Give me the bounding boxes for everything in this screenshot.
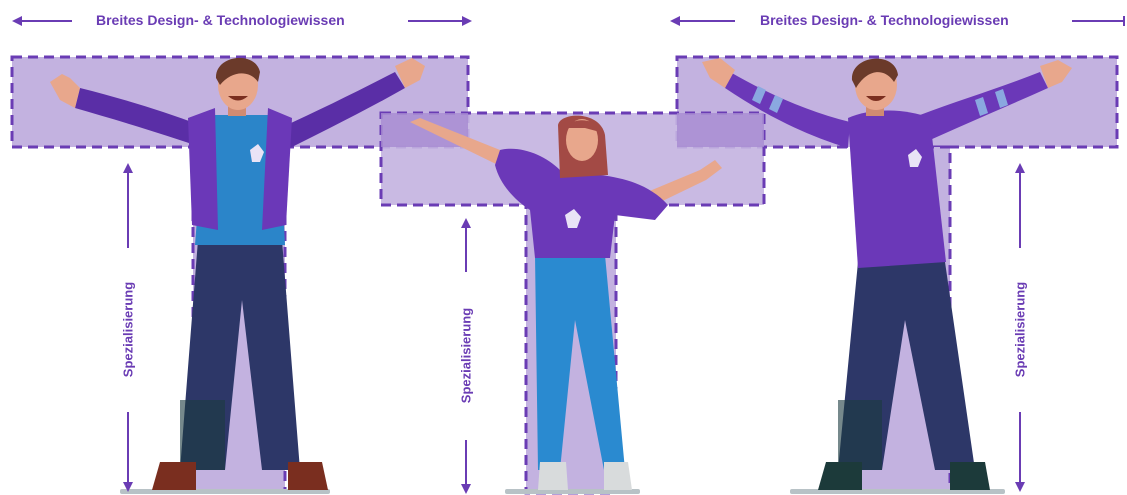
vertical-right-label: Spezialisierung [1013,280,1028,380]
vertical-middle-label: Spezialisierung [459,306,474,406]
top-right-label: Breites Design- & Technologiewissen [760,12,1009,28]
top-left-label: Breites Design- & Technologiewissen [96,12,345,28]
vertical-left-label: Spezialisierung [121,280,136,380]
